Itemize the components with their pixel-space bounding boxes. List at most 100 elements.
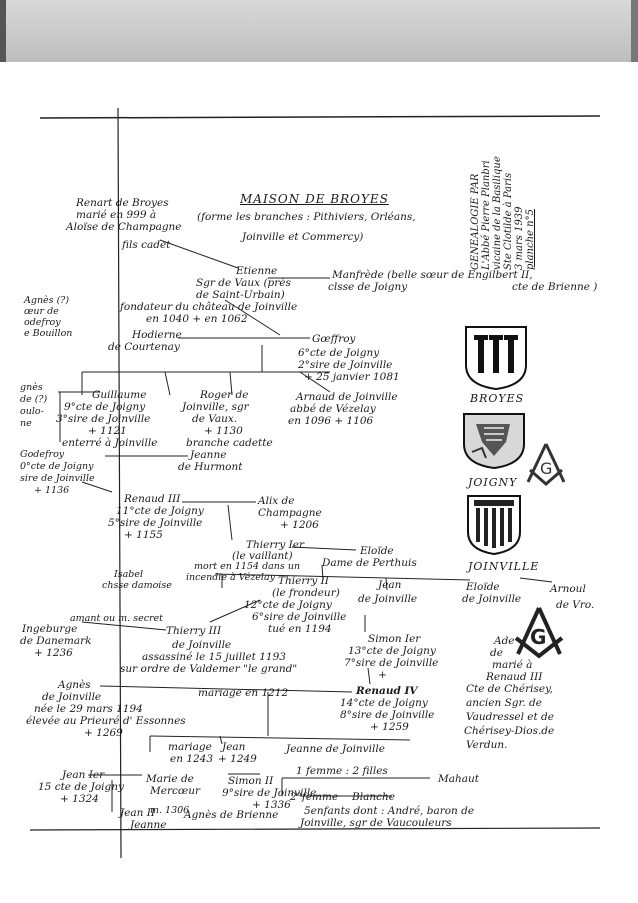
cinq-enfants-line-1: 5enfants dont : André, baron de	[304, 806, 474, 818]
jean-joinville-line-1: Jean	[378, 580, 401, 592]
thierry2-line-2: (le frondeur)	[272, 588, 340, 600]
marie-line-1: Marie de	[146, 774, 194, 786]
mariage-1212: mariage en 1212	[198, 688, 288, 700]
agnes-line-5: + 1269	[84, 728, 123, 740]
premiere-femme: 1 femme : 2 filles	[296, 766, 388, 778]
godefroy-line-2: 0°cte de Joigny	[20, 462, 93, 473]
svg-text:G: G	[540, 459, 552, 478]
agnes-line-1: Agnès	[58, 680, 91, 692]
jean1-line-1: Jean Ier	[62, 770, 104, 782]
broyes-shield-icon	[464, 325, 528, 391]
geoffroy-line-3: 2°sire de Joinville	[298, 360, 392, 372]
manfrede-line-3: cte de Brienne )	[512, 282, 597, 294]
mahaut: Mahaut	[438, 774, 479, 786]
thierry1-line-3: mort en 1154 dans un	[194, 562, 300, 573]
thierry2-line-1: Thierry II	[278, 576, 329, 588]
jean1-line-2: 15 cte de Joigny	[38, 782, 124, 794]
jean-1249-line-2: + 1249	[218, 754, 257, 766]
renaud4-line-3: 8°sire de Joinville	[340, 710, 434, 722]
jeanne-bottom: Jeanne	[130, 820, 166, 832]
left-frag-2: de (?)	[20, 395, 47, 406]
etienne-line-2: Sgr de Vaux (près	[196, 278, 291, 290]
ade-line-3: marié à	[492, 660, 532, 672]
alix-line-1: Alix de	[258, 496, 295, 508]
left-frag-4: ne	[20, 419, 32, 430]
agnes-line-2: de Joinville	[42, 692, 101, 704]
blanche: Blanche	[352, 792, 395, 804]
arnaud-line-1: Arnaud de Joinville	[296, 392, 398, 404]
renaud4-line-2: 14°cte de Joigny	[340, 698, 428, 710]
author-block: GENEALOGIE PAR L'Abbé Pierre Planbri vic…	[470, 156, 536, 270]
agnes-line-4: élevée au Prieuré d' Essonnes	[26, 716, 186, 728]
renaud3-line-4: + 1155	[124, 530, 163, 542]
alix-line-3: + 1206	[280, 520, 319, 532]
renart-line-1: Renart de Broyes	[76, 198, 169, 210]
simon1-line-4: +	[378, 670, 387, 682]
guillaume-line-5: enterré à Joinville	[62, 438, 157, 450]
renaud3-line-2: 11°cte de Joigny	[116, 506, 204, 518]
cherisey-line-4: Chérisey-Dios.de	[464, 726, 554, 738]
thierry3-line-3: assassiné le 15 juillet 1193	[142, 652, 286, 664]
cherisey-line-1: Cte de Chérisey,	[466, 684, 553, 696]
simon1-line-1: Simon Ier	[368, 634, 420, 646]
roger-line-5: branche cadette	[186, 438, 273, 450]
left-frag-3: oulo-	[20, 407, 44, 418]
renaud4-line-1: Renaud IV	[356, 686, 418, 698]
cinq-enfants-line-2: Joinville, sgr de Vaucouleurs	[300, 818, 452, 830]
author-line: GENEALOGIE PAR	[470, 156, 481, 270]
eloide2-line-1: Eloïde	[466, 582, 500, 594]
geoffroy-line-1: Gœffroy	[312, 334, 355, 346]
godefroy-line-4: + 1136	[34, 486, 69, 497]
manfrede-line-2: clsse de Joigny	[328, 282, 407, 294]
author-line: Ste Clotilde à Paris	[503, 156, 514, 270]
thierry3-line-4: sur ordre de Valdemer "le grand"	[120, 664, 297, 676]
author-line: 3 mars 1939	[514, 156, 525, 270]
geoffroy-line-4: + 25 janvier 1081	[304, 372, 400, 384]
jean2-line-3: Agnès de Brienne	[184, 810, 278, 822]
renaud4-line-4: + 1259	[370, 722, 409, 734]
thierry2-line-5: tué en 1194	[268, 624, 332, 636]
joigny-caption: JOIGNY	[468, 476, 517, 489]
page-title: MAISON DE BROYES	[240, 192, 389, 206]
cherisey-line-2: ancien Sgr. de	[466, 698, 542, 710]
godefroy-line-1: Godefroy	[20, 450, 64, 461]
joigny-shield-icon	[462, 412, 526, 470]
roger-line-1: Roger de	[200, 390, 248, 402]
guillaume-line-4: + 1121	[88, 426, 127, 438]
guillaume-line-3: 3°sire de Joinville	[56, 414, 150, 426]
etienne-line-1: Etienne	[236, 266, 277, 278]
hodierne-line-2: de Courtenay	[108, 342, 180, 354]
manfrede-line-1: Manfrède (belle sœur de Engilbert II,	[332, 270, 533, 282]
ingeburge-line-2: de Danemark	[20, 636, 92, 648]
isabel-line-1: Isabel	[114, 570, 143, 581]
marie-line-2: Mercœur	[150, 786, 200, 798]
ingeburge-line-3: + 1236	[34, 648, 73, 660]
jeanne-hurmont-line-1: Jeanne	[190, 450, 226, 462]
etienne-line-3: de Saint-Urbain)	[196, 290, 285, 302]
subtitle-line-1: (forme les branches : Pithiviers, Orléan…	[197, 212, 416, 224]
arnaud-line-3: en 1096 + 1106	[288, 416, 373, 428]
godefroy-line-3: sire de Joinville	[20, 474, 95, 485]
agnes-left-3: odefroy	[24, 318, 61, 329]
renart-line-3: Aloïse de Champagne	[66, 222, 182, 234]
subtitle-line-2: Joinville et Commercy)	[242, 232, 363, 244]
joinville-shield-icon	[466, 494, 522, 556]
renaud3-line-1: Renaud III	[124, 494, 180, 506]
masonic-compass-icon: G	[510, 604, 568, 660]
arnoul-line-1: Arnoul	[550, 584, 586, 596]
eloide-line-2: Dame de Perthuis	[322, 558, 417, 570]
cherisey-line-3: Vaudressel et de	[466, 712, 554, 724]
thierry3-line-1: Thierry III	[166, 626, 221, 638]
isabel-line-2: chsse damoise	[102, 581, 172, 592]
roger-line-2: Joinville, sgr	[182, 402, 249, 414]
etienne-line-4: fondateur du château de Joinville	[120, 302, 297, 314]
agnes-line-3: née le 29 mars 1194	[34, 704, 143, 716]
jean-joinville-line-2: de Joinville	[358, 594, 417, 606]
broyes-caption: BROYES	[470, 392, 524, 405]
svg-text:G: G	[530, 625, 546, 649]
jean1-line-3: + 1324	[60, 794, 99, 806]
alix-line-2: Champagne	[258, 508, 322, 520]
guillaume-line-1: Guillaume	[92, 390, 146, 402]
renaud3-line-3: 5°sire de Joinville	[108, 518, 202, 530]
amant-secret: amant ou m. secret	[70, 614, 163, 625]
